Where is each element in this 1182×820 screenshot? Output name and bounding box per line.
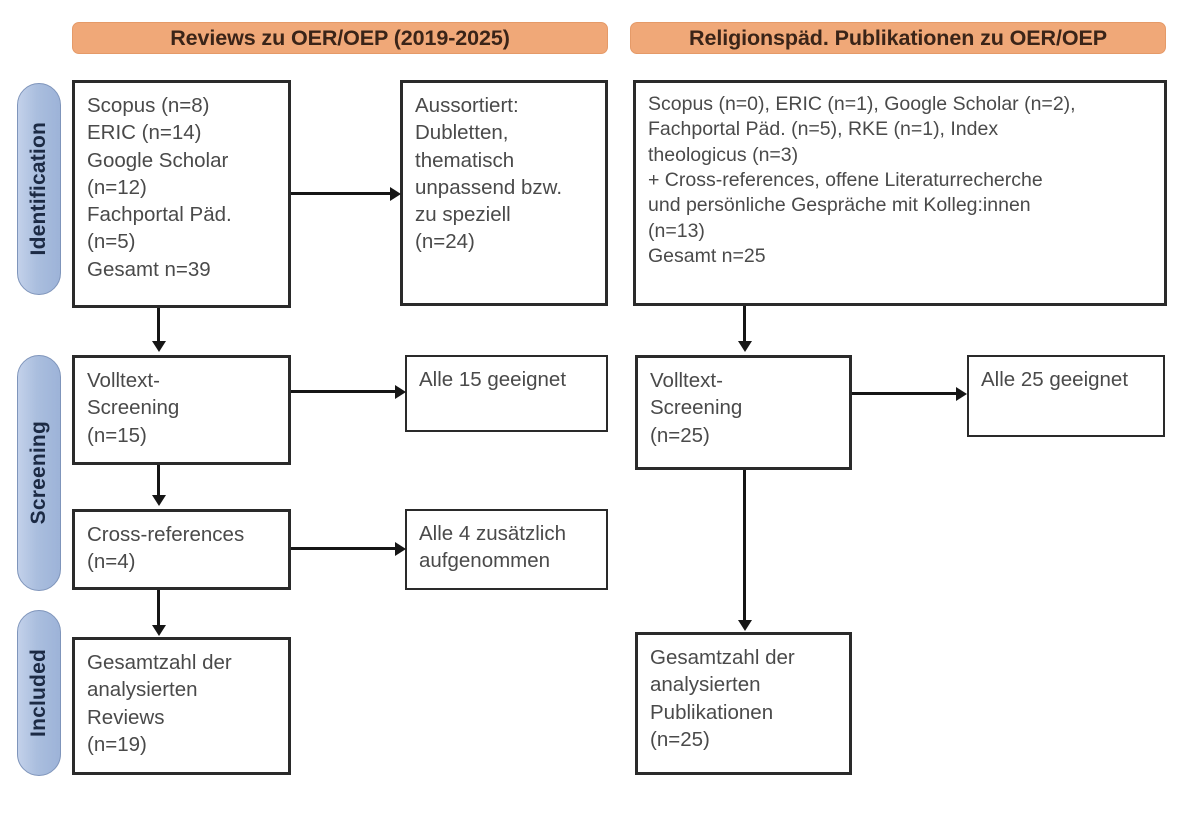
arrowhead-right-sources-to-fulltext [737,341,752,352]
box-left-excluded: Aussortiert: Dubletten, thematisch unpas… [400,80,608,306]
box-left-sources: Scopus (n=8) ERIC (n=14) Google Scholar … [72,80,291,308]
stage-label-identification: Identification [27,122,50,256]
box-left-fulltext-result: Alle 15 geeignet [405,355,608,432]
arrowhead-right-fulltext-to-included [737,620,752,631]
box-left-crossrefs-result: Alle 4 zusätzlich aufgenommen [405,509,608,590]
connector-right-fulltext-to-included [743,470,746,621]
connector-left-crossrefs-to-included [157,590,160,626]
arrowhead-left-crossrefs-to-included [151,625,166,636]
arrowhead-left-fulltext-to-result [395,384,406,399]
box-right-fulltext-screening: Volltext- Screening (n=25) [635,355,852,470]
stage-label-screening: Screening [27,421,50,525]
stage-label-included: Included [27,649,50,737]
stage-pill-identification: Identification [17,83,61,295]
column-header-right: Religionspäd. Publikationen zu OER/OEP [630,22,1166,54]
connector-right-sources-to-fulltext [743,306,746,342]
connector-left-crossrefs-to-result [291,547,396,550]
stage-pill-included: Included [17,610,61,776]
connector-left-sources-to-fulltext [157,308,160,342]
arrowhead-right-fulltext-to-result [956,386,967,401]
box-right-included: Gesamtzahl der analysierten Publikatione… [635,632,852,775]
box-right-fulltext-result: Alle 25 geeignet [967,355,1165,437]
stage-pill-screening: Screening [17,355,61,591]
box-left-crossrefs: Cross-references (n=4) [72,509,291,590]
arrowhead-left-fulltext-to-crossrefs [151,495,166,506]
box-left-included: Gesamtzahl der analysierten Reviews (n=1… [72,637,291,775]
box-right-sources: Scopus (n=0), ERIC (n=1), Google Scholar… [633,80,1167,306]
arrowhead-left-sources-to-excluded [390,186,401,201]
box-left-fulltext-screening: Volltext- Screening (n=15) [72,355,291,465]
arrowhead-left-sources-to-fulltext [151,341,166,352]
arrowhead-left-crossrefs-to-result [395,541,406,556]
column-header-left: Reviews zu OER/OEP (2019-2025) [72,22,608,54]
connector-left-sources-to-excluded [291,192,391,195]
connector-left-fulltext-to-result [291,390,396,393]
connector-right-fulltext-to-result [852,392,957,395]
connector-left-fulltext-to-crossrefs [157,465,160,496]
